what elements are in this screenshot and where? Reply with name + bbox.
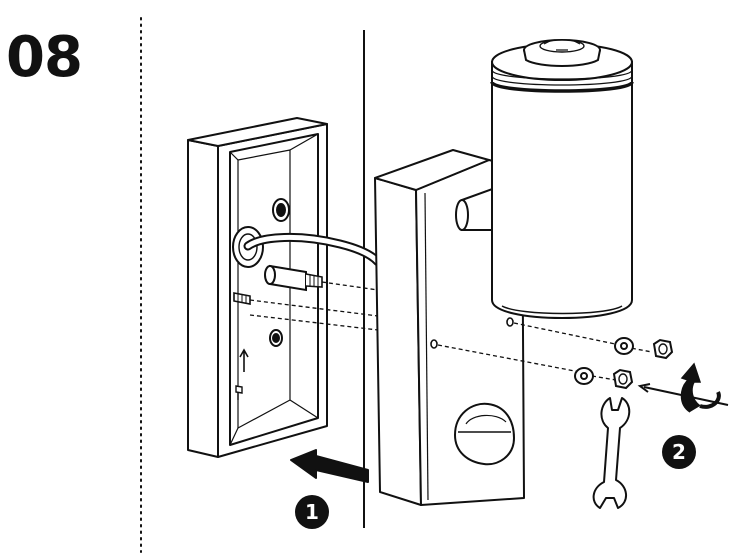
motion-sensor bbox=[453, 402, 516, 466]
step-number: 08 bbox=[6, 25, 83, 90]
callout-1-label: 1 bbox=[305, 500, 319, 524]
mounting-box bbox=[187, 117, 328, 458]
cylinder-lamp bbox=[490, 39, 634, 320]
nut-lower bbox=[612, 368, 634, 390]
connector-tube bbox=[455, 186, 496, 231]
up-arrow-icon bbox=[239, 348, 249, 372]
bolt-alignment-lines bbox=[437, 322, 653, 381]
nut-upper bbox=[652, 338, 674, 360]
washer-upper bbox=[614, 337, 634, 355]
push-arrow-icon bbox=[290, 449, 369, 483]
washer-lower bbox=[574, 367, 594, 385]
callout-2: 2 bbox=[662, 435, 696, 469]
callout-1: 1 bbox=[295, 495, 329, 529]
wrench-icon bbox=[592, 397, 631, 509]
rotate-arrow-icon bbox=[637, 362, 729, 413]
alignment-lines bbox=[249, 281, 379, 331]
plate-holes bbox=[430, 317, 514, 349]
callout-2-label: 2 bbox=[672, 440, 686, 464]
